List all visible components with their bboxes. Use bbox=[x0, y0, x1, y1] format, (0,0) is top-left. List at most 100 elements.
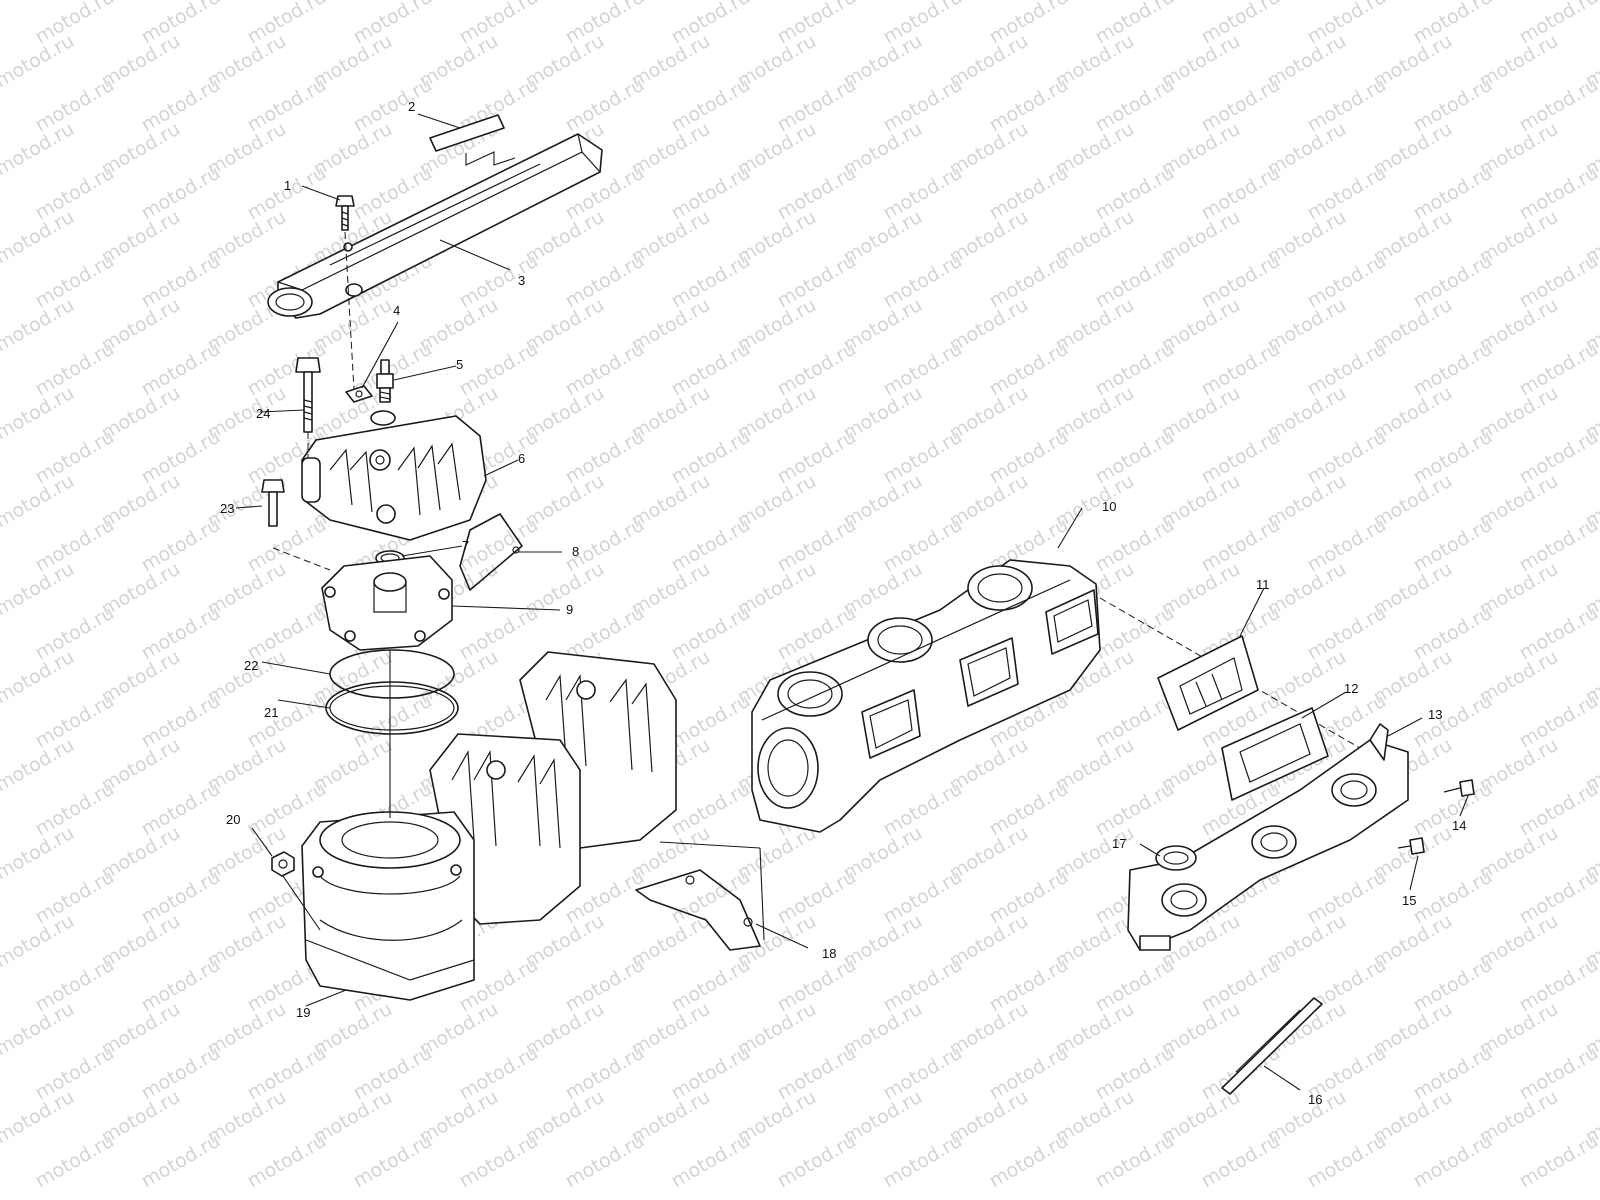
leader-lines bbox=[235, 113, 1469, 1091]
watermark-text: motod.ru bbox=[138, 514, 224, 577]
watermark-text: motod.ru bbox=[880, 250, 966, 313]
watermark-text: motod.ru bbox=[986, 1130, 1072, 1193]
watermark-text: motod.ru bbox=[456, 338, 542, 401]
watermark-text: motod.ru bbox=[138, 426, 224, 489]
callout-10: 10 bbox=[1102, 499, 1116, 514]
callout-15: 15 bbox=[1402, 893, 1416, 908]
watermark-text: motod.ru bbox=[1516, 690, 1600, 753]
watermark-text: motod.ru bbox=[1410, 1042, 1496, 1105]
watermark-text: motod.ru bbox=[1516, 866, 1600, 929]
watermark-text: motod.ru bbox=[1198, 74, 1284, 137]
watermark-text: motod.ru bbox=[986, 778, 1072, 841]
watermark-text: motod.ru bbox=[1092, 514, 1178, 577]
watermark-text: motod.ru bbox=[350, 1042, 436, 1105]
watermark-text: motod.ru bbox=[1410, 514, 1496, 577]
watermark-text: motod.ru bbox=[986, 426, 1072, 489]
watermark-text: motod.ru bbox=[668, 0, 754, 48]
watermark-text: motod.ru bbox=[138, 954, 224, 1017]
callout-2: 2 bbox=[408, 99, 415, 114]
watermark-text: motod.ru bbox=[138, 162, 224, 225]
callout-17: 17 bbox=[1112, 836, 1126, 851]
watermark-text: motod.ru bbox=[562, 1042, 648, 1105]
watermark-text: motod.ru bbox=[1092, 426, 1178, 489]
watermark-text: motod.ru bbox=[1304, 426, 1390, 489]
watermark-text: motod.ru bbox=[668, 338, 754, 401]
watermark-text: motod.ru bbox=[1410, 0, 1496, 48]
watermark-text: motod.ru bbox=[32, 866, 118, 929]
watermark-text: motod.ru bbox=[1092, 602, 1178, 665]
watermark-text: motod.ru bbox=[1092, 250, 1178, 313]
callout-8: 8 bbox=[572, 544, 579, 559]
part-gasket-17 bbox=[1155, 845, 1197, 871]
watermark-text: motod.ru bbox=[774, 514, 860, 577]
watermark-text: motod.ru bbox=[1516, 954, 1600, 1017]
watermark-text: motod.ru bbox=[668, 954, 754, 1017]
watermark-text: motod.ru bbox=[1410, 602, 1496, 665]
watermark-text: motod.ru bbox=[138, 338, 224, 401]
watermark-text: motod.ru bbox=[1304, 250, 1390, 313]
watermark-text: motod.ru bbox=[668, 426, 754, 489]
watermark-text: motod.ru bbox=[244, 1130, 330, 1193]
watermark-text: motod.ru bbox=[1516, 514, 1600, 577]
watermark-text: motod.ru bbox=[1092, 1130, 1178, 1193]
callout-16: 16 bbox=[1308, 1092, 1322, 1107]
watermark-text: motod.ru bbox=[1304, 514, 1390, 577]
watermark-text: motod.ru bbox=[1304, 162, 1390, 225]
watermark-text: motod.ru bbox=[456, 0, 542, 48]
watermark-text: motod.ru bbox=[1410, 690, 1496, 753]
watermark-text: motod.ru bbox=[1410, 162, 1496, 225]
watermark-text: motod.ru bbox=[32, 954, 118, 1017]
part-bolt-1 bbox=[335, 195, 355, 231]
watermark-text: motod.ru bbox=[32, 514, 118, 577]
callout-12: 12 bbox=[1344, 681, 1358, 696]
watermark-text: motod.ru bbox=[668, 250, 754, 313]
watermark-text: motod.ru bbox=[1516, 1042, 1600, 1105]
watermark-text: motod.ru bbox=[1198, 426, 1284, 489]
part-strap bbox=[1221, 997, 1323, 1095]
watermark-text: motod.ru bbox=[244, 602, 330, 665]
watermark-text: motod.ru bbox=[774, 1130, 860, 1193]
watermark-text: motod.ru bbox=[32, 250, 118, 313]
watermark-text: motod.ru bbox=[32, 690, 118, 753]
watermark-text: motod.ru bbox=[880, 338, 966, 401]
watermark-text: motod.ru bbox=[138, 74, 224, 137]
callout-19: 19 bbox=[296, 1005, 310, 1020]
callout-11: 11 bbox=[1256, 577, 1270, 592]
watermark-text: motod.ru bbox=[880, 778, 966, 841]
callout-3: 3 bbox=[518, 273, 525, 288]
part-screw-14 bbox=[1443, 779, 1475, 797]
callout-18: 18 bbox=[822, 946, 836, 961]
watermark-text: motod.ru bbox=[350, 74, 436, 137]
alignment-line bbox=[1099, 597, 1361, 749]
watermark-text: motod.ru bbox=[32, 426, 118, 489]
part-decal bbox=[429, 114, 516, 166]
watermark-text: motod.ru bbox=[1410, 74, 1496, 137]
watermark-text: motod.ru bbox=[1410, 426, 1496, 489]
watermark-text: motod.ru bbox=[880, 866, 966, 929]
watermark-text: motod.ru bbox=[986, 162, 1072, 225]
watermark-text: motod.ru bbox=[880, 1042, 966, 1105]
watermark-text: motod.ru bbox=[668, 162, 754, 225]
watermark-text: motod.ru bbox=[32, 338, 118, 401]
watermark-text: motod.ru bbox=[774, 0, 860, 48]
watermark-text: motod.ru bbox=[456, 1042, 542, 1105]
watermark-text: motod.ru bbox=[986, 866, 1072, 929]
watermark-text: motod.ru bbox=[138, 1042, 224, 1105]
watermark-text: motod.ru bbox=[1198, 0, 1284, 48]
watermark-text: motod.ru bbox=[774, 338, 860, 401]
watermark-text: motod.ru bbox=[1198, 514, 1284, 577]
watermark-text: motod.ru bbox=[244, 0, 330, 48]
watermark-text: motod.ru bbox=[32, 1042, 118, 1105]
watermark-text: motod.ru bbox=[1516, 778, 1600, 841]
watermark-text: motod.ru bbox=[774, 866, 860, 929]
watermark-text: motod.ru bbox=[138, 602, 224, 665]
callout-5: 5 bbox=[456, 357, 463, 372]
watermark-text: motod.ru bbox=[32, 0, 118, 48]
watermark-text: motod.ru bbox=[986, 338, 1072, 401]
watermark-text: motod.ru bbox=[1410, 250, 1496, 313]
callout-7: 7 bbox=[462, 538, 469, 553]
part-cylinder-head bbox=[321, 555, 453, 651]
watermark-text: motod.ru bbox=[1410, 954, 1496, 1017]
part-screw-15 bbox=[1397, 837, 1425, 855]
